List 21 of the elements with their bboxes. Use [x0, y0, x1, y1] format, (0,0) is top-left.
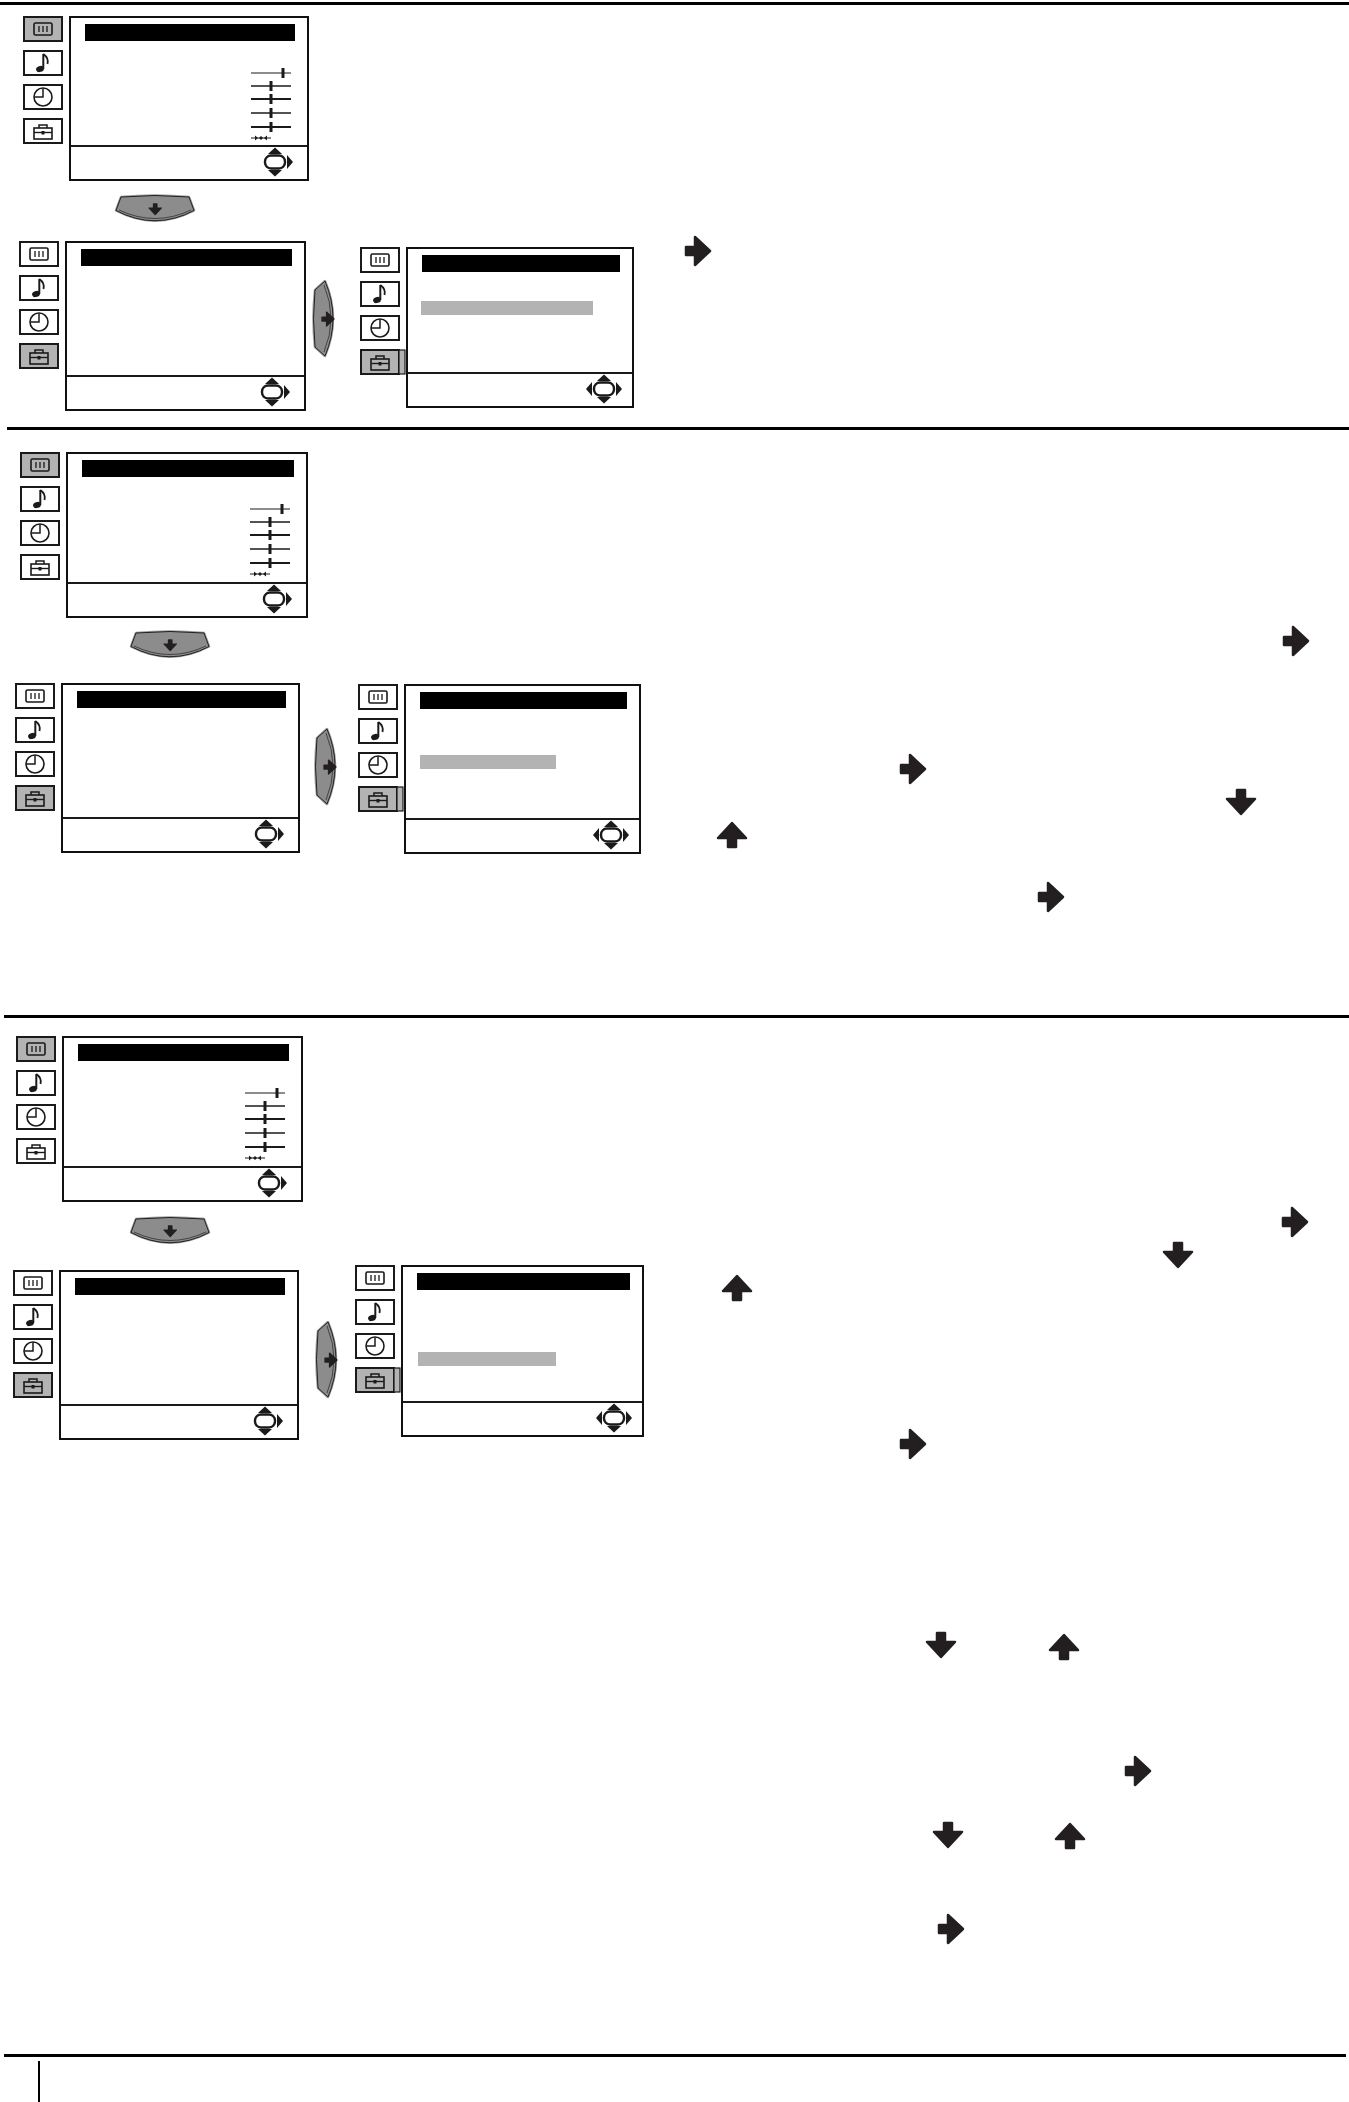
title-bar [78, 1044, 289, 1061]
title-bar [85, 24, 295, 41]
title-bar [75, 1278, 285, 1295]
title-bar [82, 460, 294, 477]
title-bar [422, 255, 620, 272]
title-bar [420, 692, 627, 709]
title-bar [81, 249, 292, 266]
menu-screen [61, 683, 300, 853]
down-button [115, 195, 195, 224]
menu-screen [65, 241, 306, 411]
down-button [130, 1217, 210, 1246]
down-button [130, 631, 210, 660]
menu-screen [401, 1265, 644, 1437]
menu-screen [59, 1270, 299, 1440]
menu-screen [66, 452, 308, 618]
menu-screen [406, 247, 634, 408]
menu-screen [69, 16, 309, 181]
menu-screen [404, 684, 641, 854]
title-bar [417, 1273, 630, 1290]
title-bar [77, 691, 286, 708]
menu-screen [62, 1036, 303, 1202]
